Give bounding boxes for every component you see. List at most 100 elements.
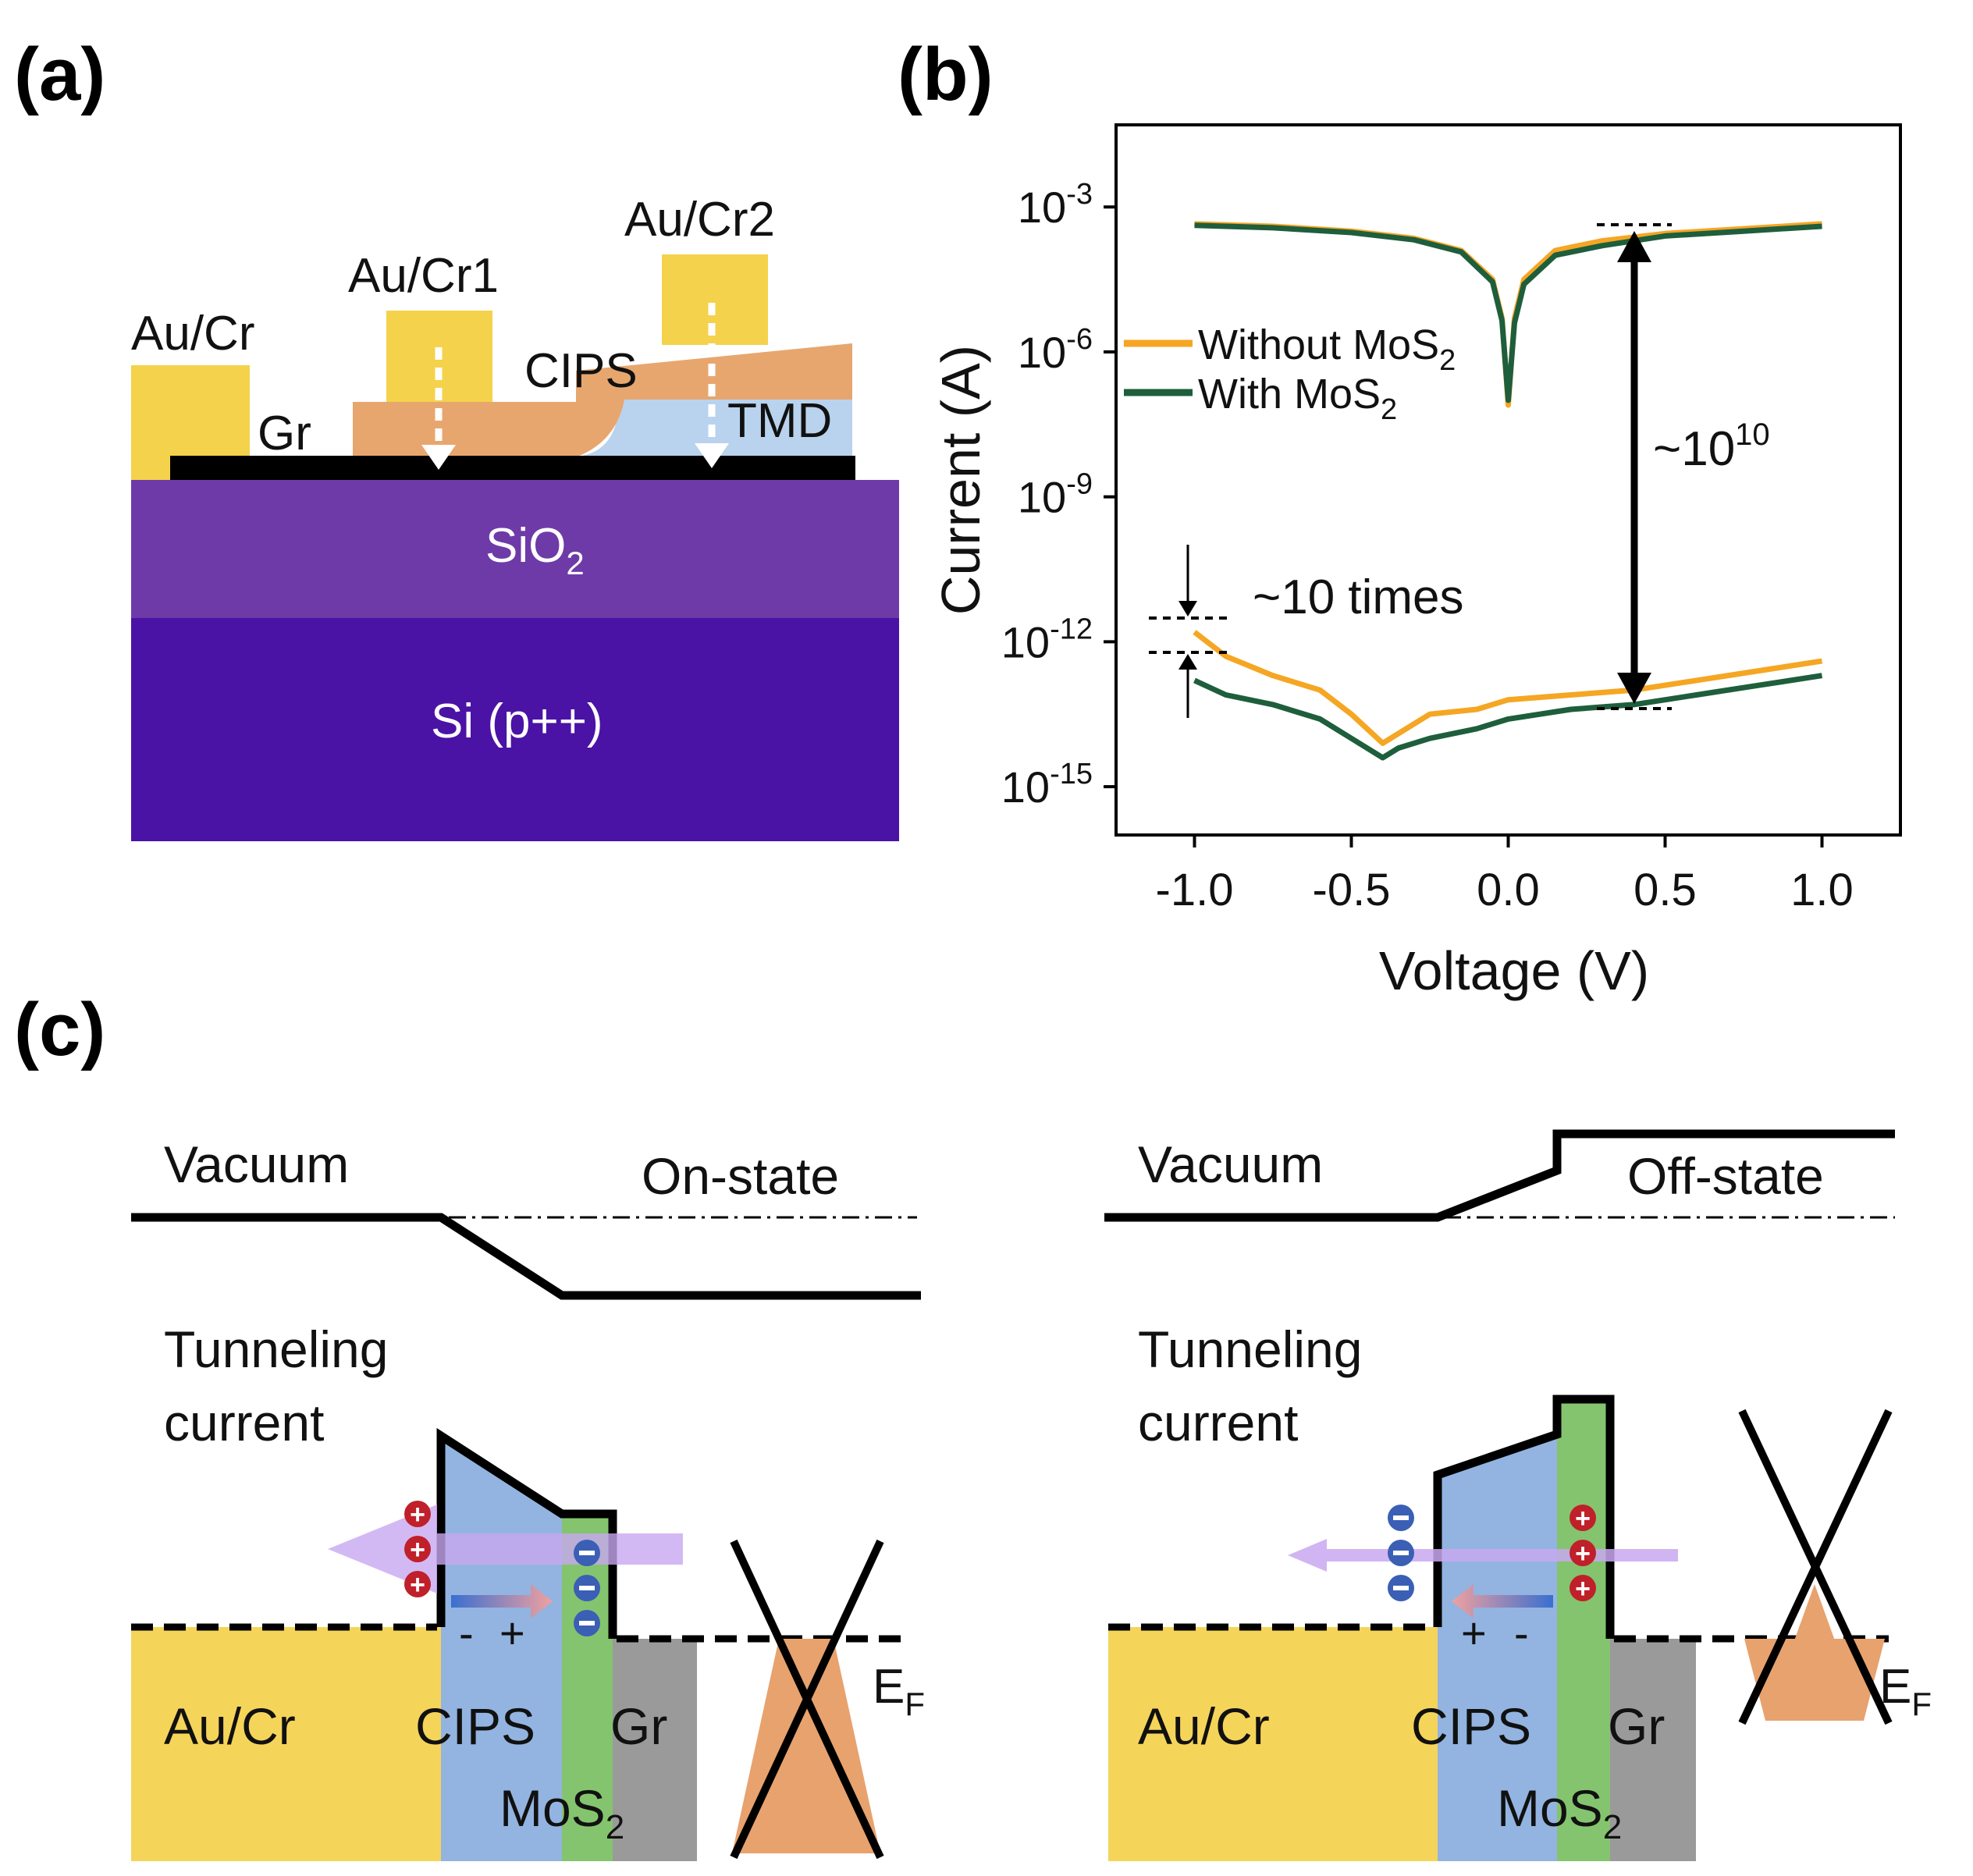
current-path-arrowhead-1 [421, 445, 456, 470]
x-tick-label: 0.5 [1634, 865, 1697, 915]
mos2-label-off: MoS2 [1497, 1779, 1622, 1846]
x-tick-label: -0.5 [1313, 865, 1391, 915]
x-tick-label: 1.0 [1790, 865, 1854, 915]
y-tick-label: 10-3 [1018, 178, 1093, 232]
gr-region-on [613, 1639, 697, 1861]
band-diagram-off: Vacuum Off-state Tunneling current + - +… [1104, 1129, 1932, 1861]
positive-charge-icon [404, 1536, 431, 1562]
charge-plus-on: + [499, 1608, 525, 1657]
panel-label-b: (b) [898, 33, 994, 116]
legend-with: With MoS2 [1198, 371, 1397, 426]
dirac-cone-line-2-off [1738, 1409, 1893, 1725]
label-tmd: TMD [727, 394, 832, 448]
x-axis-label: Voltage (V) [1379, 940, 1649, 1001]
cips-region-off [1438, 1434, 1557, 1861]
positive-charge-icon [1570, 1505, 1596, 1531]
svg-text:+: + [410, 1570, 425, 1600]
positive-charge-icon [1570, 1575, 1596, 1601]
label-sio2: SiO2 [485, 519, 585, 581]
mos2-region-off [1557, 1399, 1610, 1861]
y-tick-label: 10-6 [1018, 323, 1093, 377]
graphene-cone-fill-lower-on [732, 1639, 880, 1853]
positive-charge-icon [404, 1571, 431, 1597]
state-label-off: Off-state [1627, 1147, 1824, 1205]
state-label-on: On-state [642, 1147, 839, 1205]
ratio-arrow-head-down [1617, 673, 1651, 704]
polarization-arrow-on [451, 1584, 553, 1618]
graphene-layer [170, 456, 855, 480]
label-au-cr1: Au/Cr1 [348, 249, 499, 303]
tunneling-label-on-1: Tunneling [164, 1320, 388, 1378]
ten-times-label: ~10 times [1253, 570, 1464, 624]
metal-region-on [131, 1627, 441, 1861]
cips-label-off: CIPS [1411, 1697, 1531, 1755]
gr-region-off [1610, 1639, 1696, 1861]
y-tick-label: 10-9 [1018, 468, 1093, 522]
ten-times-arrowhead-top [1178, 601, 1197, 616]
dirac-cone-line-2-on [730, 1539, 884, 1860]
x-tick-label: -1.0 [1156, 865, 1234, 915]
graphene-cone-fill-lower-off [1765, 1584, 1864, 1721]
tunneling-label-off-2: current [1138, 1394, 1298, 1451]
metal-label-on: Au/Cr [164, 1697, 296, 1755]
x-tick-label: 0.0 [1477, 865, 1540, 915]
negative-charges-off [1388, 1505, 1414, 1601]
cips-label-on: CIPS [415, 1697, 535, 1755]
charge-minus-off: - [1514, 1608, 1529, 1657]
cips-layer [353, 343, 852, 457]
metal-region-off [1108, 1627, 1438, 1861]
mos2-region-on [562, 1514, 613, 1861]
label-cips: CIPS [524, 344, 638, 398]
tunneling-label-off-1: Tunneling [1138, 1320, 1362, 1378]
panel-label-a: (a) [14, 33, 105, 116]
svg-text:+: + [410, 1500, 425, 1530]
band-diagram-on: Vacuum On-state Tunneling current - + [131, 1135, 925, 1861]
label-au-cr2: Au/Cr2 [624, 193, 775, 247]
metal-label-off: Au/Cr [1138, 1697, 1270, 1755]
label-gr: Gr [258, 407, 311, 460]
svg-text:+: + [1575, 1539, 1591, 1569]
svg-text:+: + [410, 1535, 425, 1565]
svg-text:+: + [1575, 1574, 1591, 1604]
polarization-arrow-off [1452, 1584, 1553, 1618]
y-axis-label: Current (A) [930, 345, 991, 615]
label-au-cr: Au/Cr [131, 307, 254, 361]
current-path-arrowhead-2 [695, 443, 729, 468]
tunneling-label-on-2: current [164, 1394, 324, 1451]
vacuum-label-on: Vacuum [164, 1135, 349, 1193]
label-si: Si (p++) [431, 695, 603, 748]
legend-without: Without MoS2 [1198, 322, 1456, 377]
positive-charges-on: + + + [404, 1500, 431, 1600]
vacuum-label-off: Vacuum [1138, 1135, 1323, 1193]
series-line-0-off [1193, 630, 1823, 746]
charge-plus-off: + [1461, 1608, 1487, 1657]
charge-minus-on: - [459, 1608, 474, 1657]
barrier-edge-off [1433, 1395, 1615, 1639]
ten-times-arrowhead-bottom [1178, 654, 1197, 670]
tunneling-arrow-off [1288, 1539, 1678, 1572]
series-group [1193, 221, 1823, 761]
positive-charge-icon [404, 1501, 431, 1527]
ef-label-on: EF [873, 1660, 925, 1722]
negative-charges-on [574, 1540, 600, 1636]
positive-charge-icon [1570, 1540, 1596, 1566]
vacuum-level-off [1104, 1129, 1895, 1222]
ratio-label: ~1010 [1653, 417, 1770, 476]
vacuum-level-on [131, 1213, 921, 1300]
x-axis: -1.0 -0.5 0.0 0.5 1.0 [1156, 835, 1854, 915]
si-substrate [131, 618, 899, 841]
series-line-1-off [1193, 673, 1823, 761]
mos2-label-on: MoS2 [499, 1779, 624, 1846]
svg-text:+: + [1575, 1504, 1591, 1533]
y-tick-label: 10-12 [1001, 613, 1093, 666]
panel-label-c: (c) [14, 988, 105, 1071]
positive-charges-off: + + + [1570, 1504, 1596, 1604]
ratio-arrow-head-up [1617, 231, 1651, 262]
sio2-layer [131, 480, 899, 620]
device-schematic: Au/Cr Au/Cr1 Au/Cr2 Gr CIPS TMD SiO2 Si … [131, 193, 899, 841]
ef-label-off: EF [1879, 1660, 1932, 1722]
gr-label-off: Gr [1608, 1697, 1665, 1755]
